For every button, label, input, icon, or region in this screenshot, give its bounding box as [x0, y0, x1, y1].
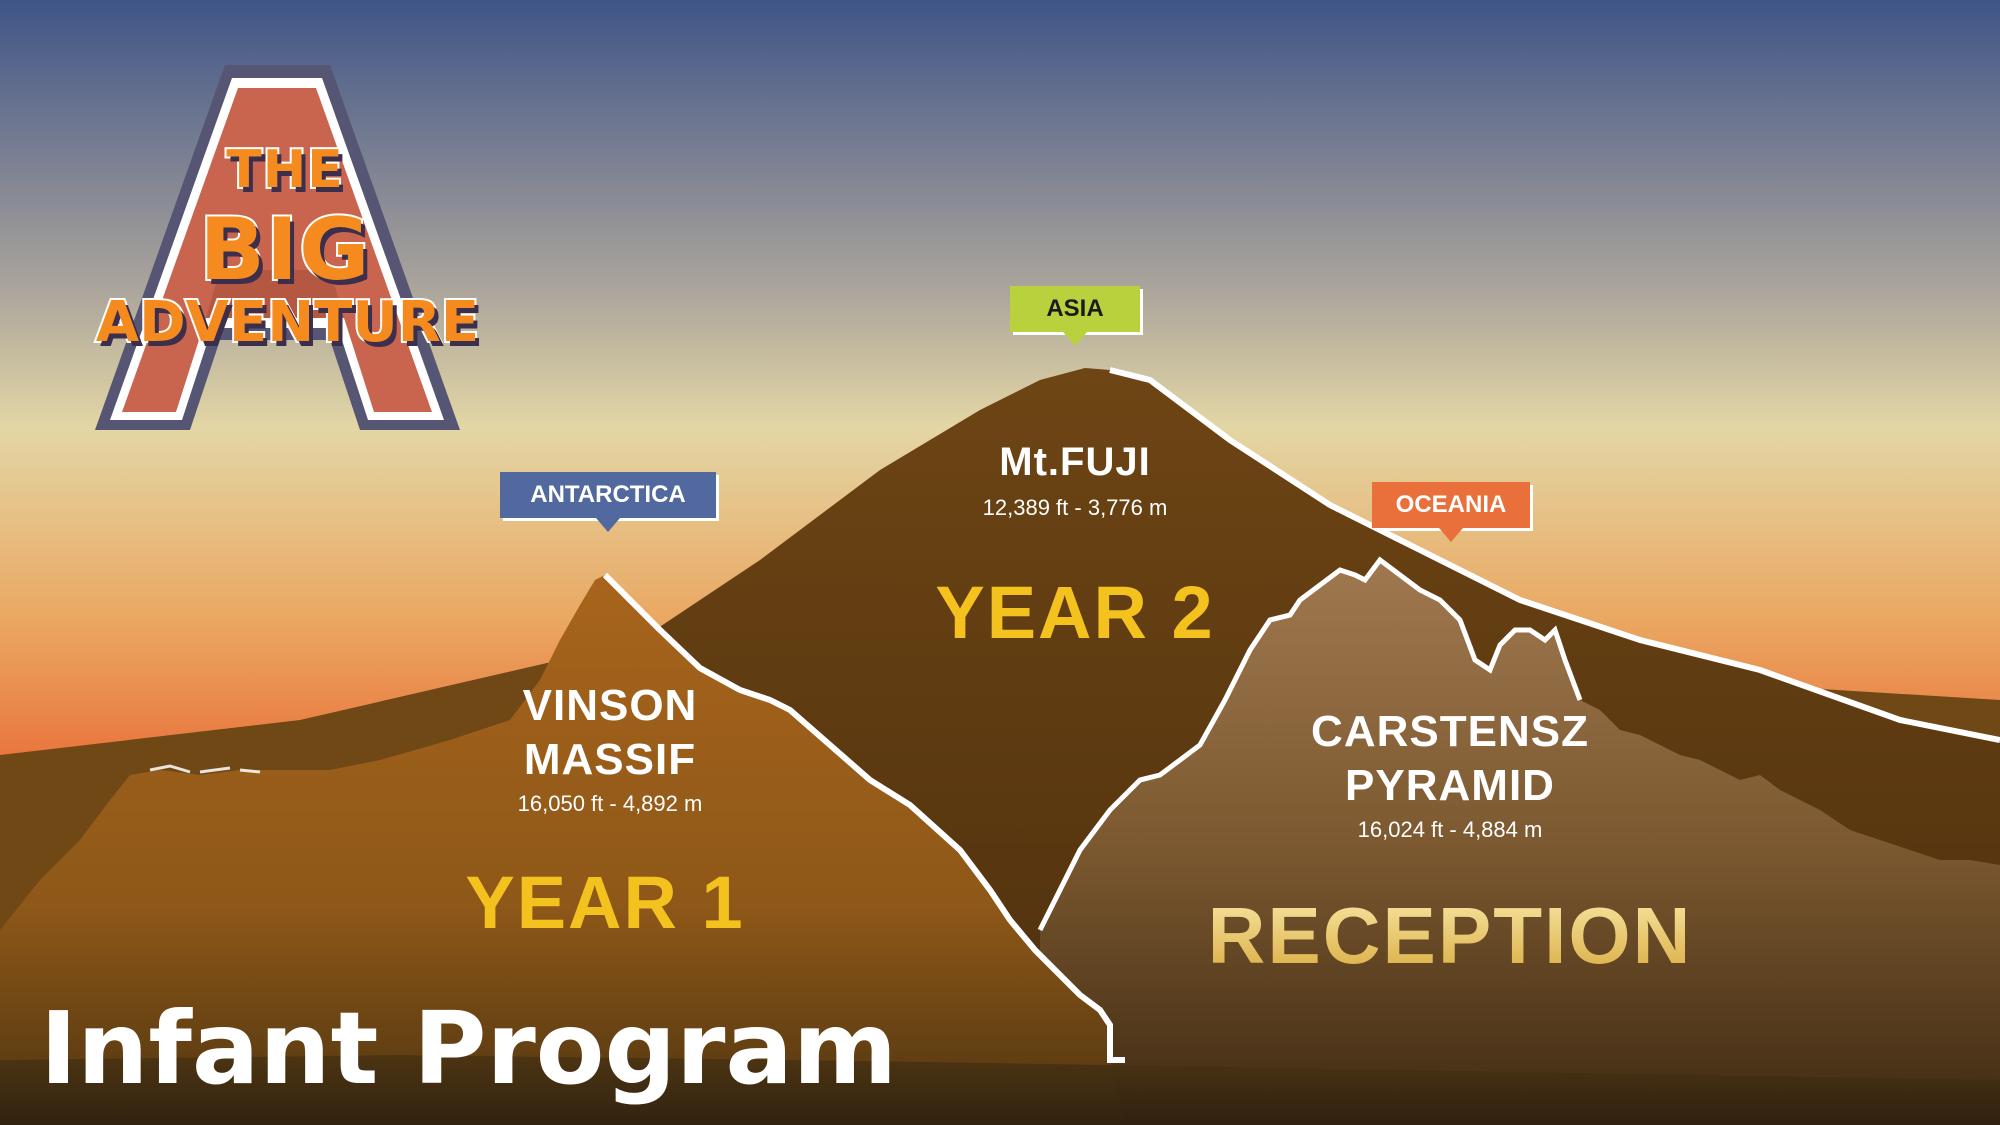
vinson-name-line1: VINSON	[522, 681, 698, 730]
carstensz-name-line2: PYRAMID	[1345, 761, 1555, 810]
fuji-elevation: 12,389 ft - 3,776 m	[982, 495, 1168, 520]
logo-line-the: THE	[224, 138, 345, 202]
vinson-name-line2: MASSIF	[523, 735, 697, 784]
tag-oceania: OCEANIA	[1372, 482, 1530, 542]
logo-line-adventure: ADVENTURE	[94, 288, 481, 357]
tag-antarctica: ANTARCTICA	[500, 472, 716, 532]
year-1-label: YEAR 1	[465, 861, 745, 944]
reception-label: RECEPTION	[1190, 890, 1710, 982]
tag-oceania-label: OCEANIA	[1395, 491, 1507, 518]
tag-asia-label: ASIA	[1046, 295, 1104, 322]
tag-antarctica-label: ANTARCTICA	[530, 481, 686, 508]
tag-asia: ASIA	[1010, 286, 1140, 346]
foreground-ground	[0, 1055, 2000, 1125]
program-title: Infant Program	[40, 990, 898, 1107]
vinson-elevation: 16,050 ft - 4,892 m	[517, 791, 703, 816]
carstensz-elevation: 16,024 ft - 4,884 m	[1357, 817, 1543, 842]
letter-a-emblem	[95, 65, 460, 430]
fuji-name: Mt.FUJI	[999, 440, 1151, 484]
vinson-mountain-shape	[0, 575, 1125, 1125]
year-2-label: YEAR 2	[935, 571, 1215, 654]
carstensz-snow-edge	[1037, 556, 1583, 932]
vinson-snow-edge	[602, 572, 1125, 1063]
vinson-ridge-highlights	[149, 764, 261, 774]
fuji-snow-edge	[1109, 367, 2000, 743]
carstensz-name-line1: CARSTENSZ	[1311, 707, 1589, 756]
carstensz-mountain-shape	[1040, 560, 2000, 1125]
logo-line-big: BIG	[197, 198, 371, 302]
